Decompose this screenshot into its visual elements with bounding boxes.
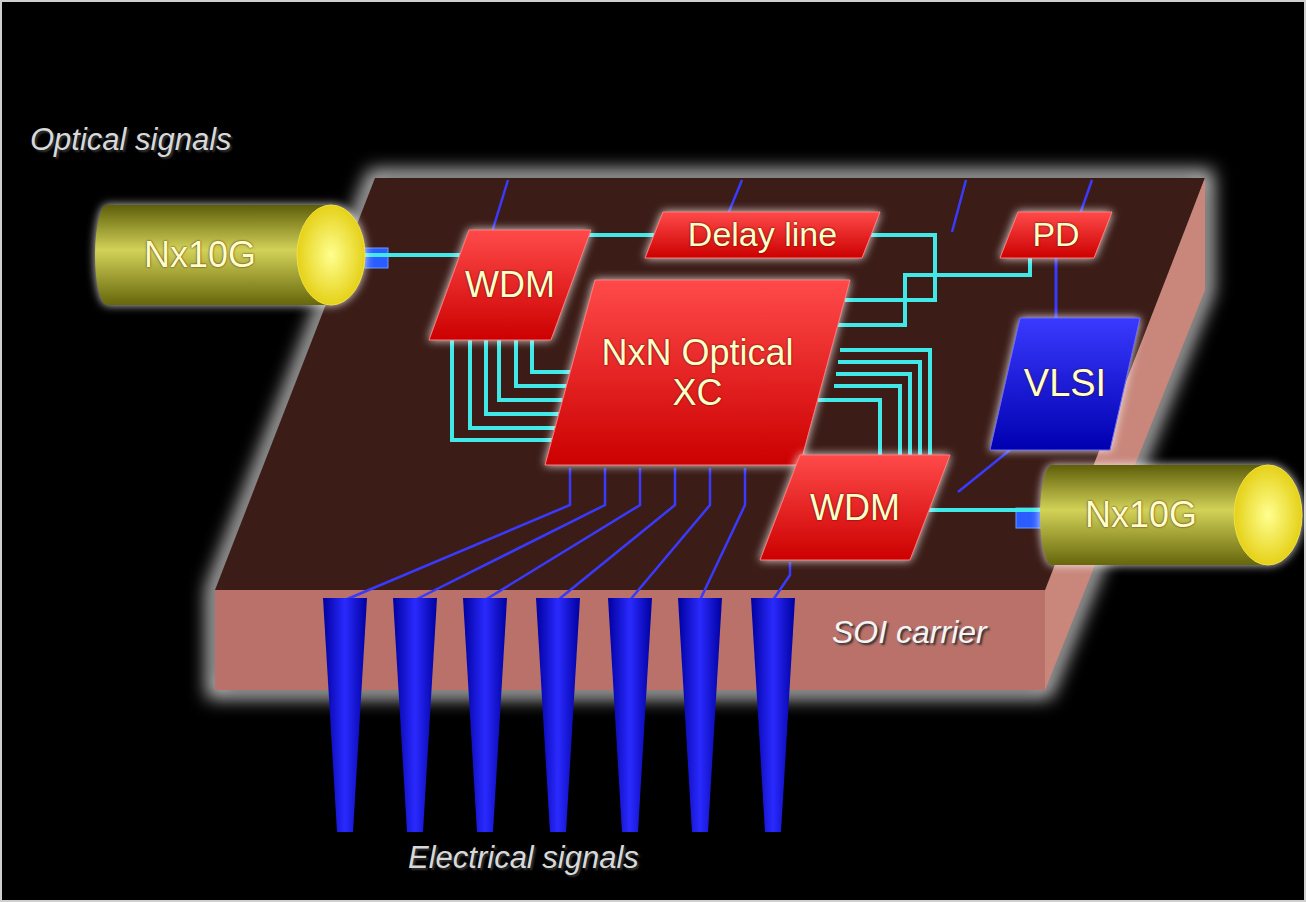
block-face: [545, 280, 850, 465]
pin-wires: [345, 468, 790, 600]
waveguide-connector: [818, 400, 880, 455]
block-label: Delay line: [688, 216, 837, 253]
waveguide-connector: [1055, 258, 1058, 318]
waveguide-connector: [929, 508, 1042, 512]
optical-label: Optical signals: [30, 122, 232, 158]
wdm-block: WDM: [429, 230, 591, 340]
wdm-block: WDM: [760, 455, 950, 560]
block-label: WDM: [465, 265, 555, 305]
waveguide-connector: [361, 253, 460, 257]
block-face: [645, 212, 880, 258]
block-label: Nx10G: [1085, 495, 1197, 535]
block-label: VLSI: [1024, 363, 1106, 405]
vlsi-block: VLSI: [990, 318, 1140, 450]
block-face: [760, 455, 950, 560]
waveguide-connector: [499, 340, 563, 400]
waveguide-connector: [589, 233, 654, 237]
pins: [323, 598, 795, 832]
block-face: [990, 318, 1140, 450]
carrier-label: SOI carrier: [832, 614, 987, 651]
electrical-label: Electrical signals: [408, 840, 639, 876]
block-label: PD: [1032, 216, 1079, 253]
crossconnect-block: NxN Optical XC: [545, 280, 850, 465]
block-label: Nx10G: [144, 235, 256, 275]
fiber-cylinder: Nx10G: [1040, 465, 1302, 565]
block-face: [1000, 212, 1112, 258]
cylinder-body: [95, 205, 331, 305]
cylinder-end: [1234, 465, 1302, 565]
fiber-cylinder: Nx10G: [95, 205, 365, 305]
photodiode-block: PD: [1000, 212, 1112, 258]
delay-line-block: Delay line: [645, 212, 880, 258]
block-label: WDM: [810, 488, 900, 528]
waveguide-connector: [838, 258, 1030, 325]
cylinder-end: [297, 205, 365, 305]
block-face: [429, 230, 591, 340]
block-label: NxN Optical XC: [593, 333, 803, 412]
